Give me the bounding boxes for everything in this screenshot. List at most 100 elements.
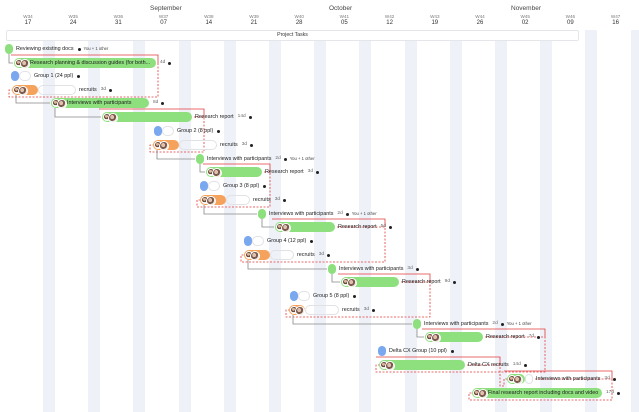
task-placeholder-r2 <box>179 140 217 150</box>
task-bar-g3[interactable] <box>200 181 208 191</box>
status-dot <box>217 129 221 133</box>
task-duration: 4d <box>160 60 166 65</box>
task-duration: 2d <box>492 321 498 326</box>
week-start-day: 31 <box>115 20 122 26</box>
status-dot <box>617 391 621 395</box>
month-label: October <box>329 5 353 12</box>
task-bar-t2[interactable]: Research planning & discussion guides (f… <box>14 58 156 69</box>
assignee-avatar <box>508 375 523 385</box>
task-bar-rr1[interactable] <box>102 112 192 123</box>
task-name: Research report <box>338 224 377 230</box>
task-bar-rr5[interactable] <box>425 332 483 343</box>
task-bar-r2[interactable] <box>153 140 179 151</box>
task-name: Research report <box>195 114 234 120</box>
task-bar-g5[interactable] <box>290 291 298 301</box>
task-name: recruits <box>342 307 360 313</box>
assignee-avatar <box>154 141 169 151</box>
dependency-connector <box>199 164 205 173</box>
project-summary-bar[interactable]: Project Tasks <box>6 30 579 41</box>
status-dot <box>415 267 419 271</box>
task-name: Group 2 (8 ppl) <box>177 128 214 134</box>
task-bar-g4[interactable] <box>244 236 252 246</box>
dependency-connector <box>331 274 340 283</box>
week-start-day: 07 <box>160 20 167 26</box>
task-duration: 3d <box>363 307 370 312</box>
week-start-day: 19 <box>431 20 439 26</box>
task-bar-i3[interactable] <box>258 209 266 219</box>
task-placeholder-g3 <box>208 181 220 191</box>
week-start-day: 14 <box>205 20 213 26</box>
task-placeholder-r5 <box>305 305 339 315</box>
task-placeholder-i6 <box>525 374 533 384</box>
task-duration: 3d <box>100 87 107 92</box>
task-placeholder-r4 <box>270 250 294 260</box>
task-bar-rr2[interactable] <box>206 167 262 178</box>
task-name: recruits <box>297 252 315 258</box>
task-duration: 2d <box>337 211 343 216</box>
task-duration: 5d <box>380 224 386 229</box>
assignee-avatar <box>276 223 291 233</box>
task-duration: 7d <box>528 334 534 339</box>
week-number: W42 <box>384 14 395 19</box>
week-number: W39 <box>249 14 259 19</box>
status-dot <box>353 294 357 298</box>
dependency-connector <box>8 54 13 64</box>
task-placeholder-r3 <box>226 195 250 205</box>
task-duration: 3d <box>318 252 325 257</box>
week-start-day: 26 <box>476 20 484 26</box>
status-dot <box>263 184 267 188</box>
task-bar-i1[interactable]: Interviews with participants <box>51 98 149 109</box>
status-dot <box>450 349 454 353</box>
task-name: Group 4 (12 ppl) <box>267 238 307 244</box>
status-dot <box>500 322 504 326</box>
weekend-stripe <box>585 30 598 412</box>
task-placeholder-g4 <box>252 236 264 246</box>
task-duration: 3d <box>274 197 281 202</box>
assignee-avatar <box>426 333 441 343</box>
task-bar-rr3[interactable] <box>275 222 335 233</box>
task-name: Group 3 (8 ppl) <box>223 183 260 189</box>
status-dot <box>523 363 527 367</box>
assignees-label: You + 1 other <box>351 211 377 216</box>
weekend-stripe <box>630 30 639 412</box>
task-bar-r5[interactable] <box>289 305 305 316</box>
task-bar-g2[interactable] <box>154 126 162 136</box>
assignee-avatar <box>473 389 488 399</box>
task-bar-r1[interactable] <box>12 85 38 96</box>
task-name: Research planning & discussion guides (f… <box>30 60 151 66</box>
task-bar-r3[interactable] <box>200 195 226 206</box>
status-dot <box>310 239 314 243</box>
task-duration: 17d <box>606 390 615 395</box>
assignee-avatar <box>52 99 67 109</box>
task-bar-rr4[interactable] <box>341 277 399 288</box>
task-bar-g1[interactable] <box>11 71 19 81</box>
task-bar-i6[interactable] <box>507 374 525 385</box>
task-name: recruits <box>220 142 238 148</box>
week-number: W45 <box>520 14 530 19</box>
weekend-stripe <box>178 30 191 412</box>
task-name: Interviews with participants <box>67 100 132 106</box>
status-dot <box>327 253 331 257</box>
assignees-label: You + 1 other <box>506 321 532 326</box>
month-label: September <box>150 5 182 12</box>
task-bar-r4[interactable] <box>244 250 270 261</box>
assignees-label: You + 1 other <box>289 156 315 161</box>
weekend-stripe <box>449 30 462 412</box>
task-bar-fr[interactable]: Final research report including docs and… <box>472 388 602 399</box>
task-bar-i4[interactable] <box>328 264 336 274</box>
week-number: W44 <box>475 14 485 19</box>
task-bar-i2[interactable] <box>196 154 204 164</box>
weekend-stripe <box>359 30 372 412</box>
month-label: November <box>511 5 541 12</box>
week-start-day: 17 <box>24 20 32 26</box>
task-bar-g6[interactable] <box>378 346 386 356</box>
assignee-avatar <box>207 168 222 178</box>
task-bar-t1[interactable] <box>5 44 13 54</box>
week-start-day: 02 <box>521 20 529 26</box>
status-dot <box>612 377 616 381</box>
status-dot <box>248 115 252 119</box>
task-bar-dx[interactable] <box>379 360 465 371</box>
task-bar-i5[interactable] <box>413 319 421 329</box>
task-duration: 2d <box>275 156 281 161</box>
